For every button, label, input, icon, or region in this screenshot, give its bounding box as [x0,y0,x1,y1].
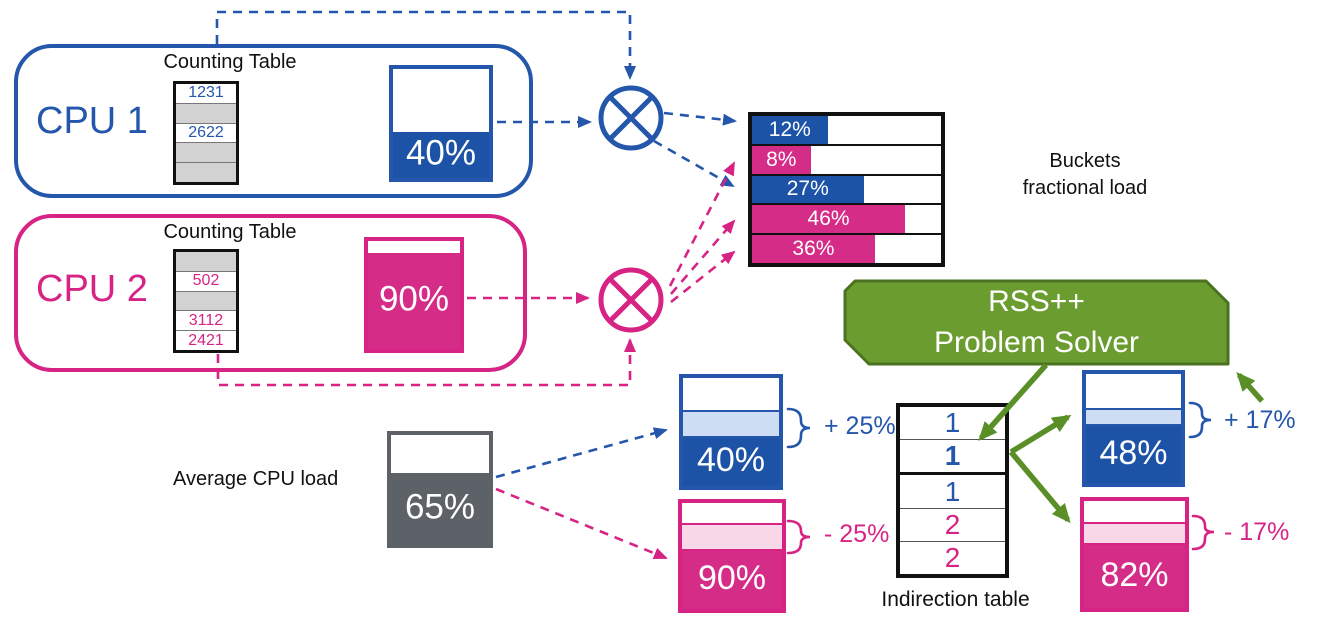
counting-cell [176,143,236,164]
multiply-icon-cpu1 [598,85,664,151]
cpu1-load-value: 40% [405,133,477,173]
counting-cell: 2421 [176,331,236,350]
bucket-fill: 36% [752,235,875,263]
counting-cell [176,291,236,312]
counting-cell: 1231 [176,84,236,104]
right-pink-value: 82% [1100,555,1169,594]
bucket-row: 8% [752,145,941,176]
mid-blue-value: 40% [696,441,766,480]
bar-empty [682,503,782,524]
solver-title-line1: RSS++ [988,285,1085,318]
bucket-fill: 46% [752,205,906,234]
cpu1-counting-table: 1231 2622 [173,81,239,185]
cpu1-counting-table-title: Counting Table [163,51,297,73]
average-load-bar: 65% [387,431,493,548]
solver-banner: RSS++ Problem Solver [845,281,1228,364]
counting-cell [176,252,236,272]
mid-pink-delta: - 25% [824,520,890,548]
indirection-cell: 2 [944,541,961,573]
mid-pink-value: 90% [697,558,767,597]
bar-fill: 48% [1086,426,1181,483]
mid-blue-bar: 40% [679,374,783,490]
bucket-fill: 27% [752,175,864,204]
cpu1-label: CPU 1 [36,100,148,142]
average-cpu-load-label: Average CPU load [173,468,339,490]
buckets-chart: 12% 8% 27% 46% 36% [748,112,945,267]
cpu2-counting-table-title: Counting Table [163,221,297,243]
bucket-label: 12% [768,117,811,141]
counting-cell [176,163,236,182]
bucket-row: 27% [752,175,941,206]
bar-empty [1086,374,1181,408]
bucket-row: 46% [752,205,941,236]
bucket-label: 27% [786,177,829,201]
right-blue-bar: 48% [1082,370,1185,487]
bar-delta-band [1086,407,1181,427]
bucket-label: 8% [766,147,797,171]
bar-empty [683,378,779,411]
mid-blue-delta: + 25% [824,412,896,440]
right-blue-value: 48% [1099,433,1168,472]
buckets-title: Buckets fractional load [1022,150,1148,199]
bucket-row: 36% [752,235,941,263]
mid-pink-bar: 90% [678,499,786,613]
multiply-icon-cpu2 [598,267,664,333]
cpu1-load-bar: 40% [389,65,493,182]
bar-fill: 40% [393,132,489,178]
cpu2-label: CPU 2 [36,268,148,310]
bar-delta-band [1084,521,1185,546]
right-pink-delta: - 17% [1224,518,1290,546]
right-pink-bar: 82% [1080,497,1189,612]
average-load-value: 65% [404,486,476,526]
bucket-fill: 12% [752,116,828,144]
bucket-row: 12% [752,116,941,146]
bucket-label: 36% [792,237,835,261]
indirection-cell: 1 [900,440,1005,476]
bar-fill: 90% [368,252,460,349]
bar-fill: 82% [1084,545,1185,608]
indirection-table-caption: Indirection table [881,588,1030,611]
bar-empty [391,435,489,474]
bar-delta-band [683,410,779,439]
bar-fill: 40% [683,438,779,486]
bar-empty [368,241,460,253]
cpu2-load-value: 90% [378,279,450,319]
cpu2-counting-table: 502 3112 2421 [173,249,239,353]
bar-empty [393,69,489,133]
solver-title-line2: Problem Solver [933,325,1140,359]
indirection-table: 1 1 1 2 2 [896,403,1009,578]
indirection-cell: 1 [900,407,1005,441]
bar-empty [1084,501,1185,522]
indirection-cell: 2 [900,509,1005,542]
counting-cell: 502 [176,271,236,292]
counting-cell: 3112 [176,311,236,332]
indirection-cell: 1 [900,475,1005,509]
bar-delta-band [682,523,782,551]
counting-cell: 2622 [176,123,236,144]
bucket-fill: 8% [752,145,811,174]
right-blue-delta: + 17% [1224,406,1296,434]
bucket-label: 46% [807,207,850,231]
bar-fill: 65% [391,473,489,544]
counting-cell [176,103,236,124]
bar-fill: 90% [682,550,782,609]
cpu2-load-bar: 90% [364,237,464,353]
